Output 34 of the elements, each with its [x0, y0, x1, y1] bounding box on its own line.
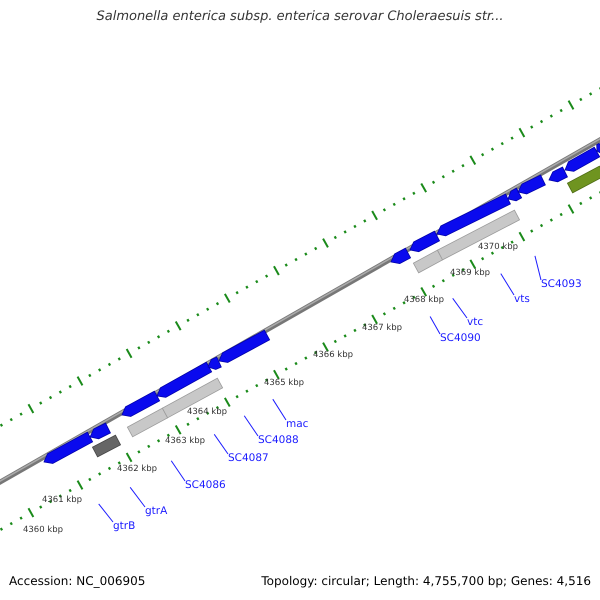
gene-label: SC4090 [440, 333, 481, 344]
scale-label: 4369 kbp [450, 268, 490, 278]
leader-line [98, 503, 114, 522]
gene-label: gtrB [113, 521, 136, 532]
gene-label: mac [286, 419, 308, 430]
gene-label: gtrA [145, 506, 168, 516]
gene-label: vtc [467, 317, 484, 328]
title: Salmonella enterica subsp. enterica serovar Choleraesuis str... [96, 10, 504, 23]
scale-label: 4370 kbp [478, 242, 518, 252]
scale-label: 4361 kbp [42, 496, 82, 504]
gene-label: SC4086 [185, 480, 226, 490]
scale-label: 4362 kbp [116, 464, 158, 474]
leader-line [430, 316, 440, 334]
leader-line [214, 434, 228, 454]
leader-line [130, 486, 146, 508]
scale-label: 4360 kbp [22, 526, 64, 534]
scale-label: 4367 kbp [362, 324, 402, 332]
leader-line [272, 398, 286, 420]
leader-line [244, 415, 258, 436]
gene-label: SC4088 [258, 435, 299, 446]
gene-label: SC4093 [541, 279, 582, 290]
footer-text: Accession: NC_006905 [9, 575, 146, 587]
scale-label: 4364 kbp [186, 408, 228, 416]
leader-line [170, 460, 186, 482]
gene-label: vts [514, 294, 530, 304]
gene-label: SC4087 [228, 453, 269, 464]
footer-text: Topology: circular; Length: 4,755,700 bp; Genes: 4,516 [261, 575, 591, 587]
leader-line [500, 273, 514, 296]
scale-label: 4368 kbp [404, 296, 444, 304]
scale-label: 4363 kbp [164, 436, 206, 446]
scale-label: 4365 kbp [264, 378, 304, 388]
leader-line [452, 298, 468, 318]
leader-line [534, 255, 542, 280]
scale-label: 4366 kbp [312, 350, 354, 360]
